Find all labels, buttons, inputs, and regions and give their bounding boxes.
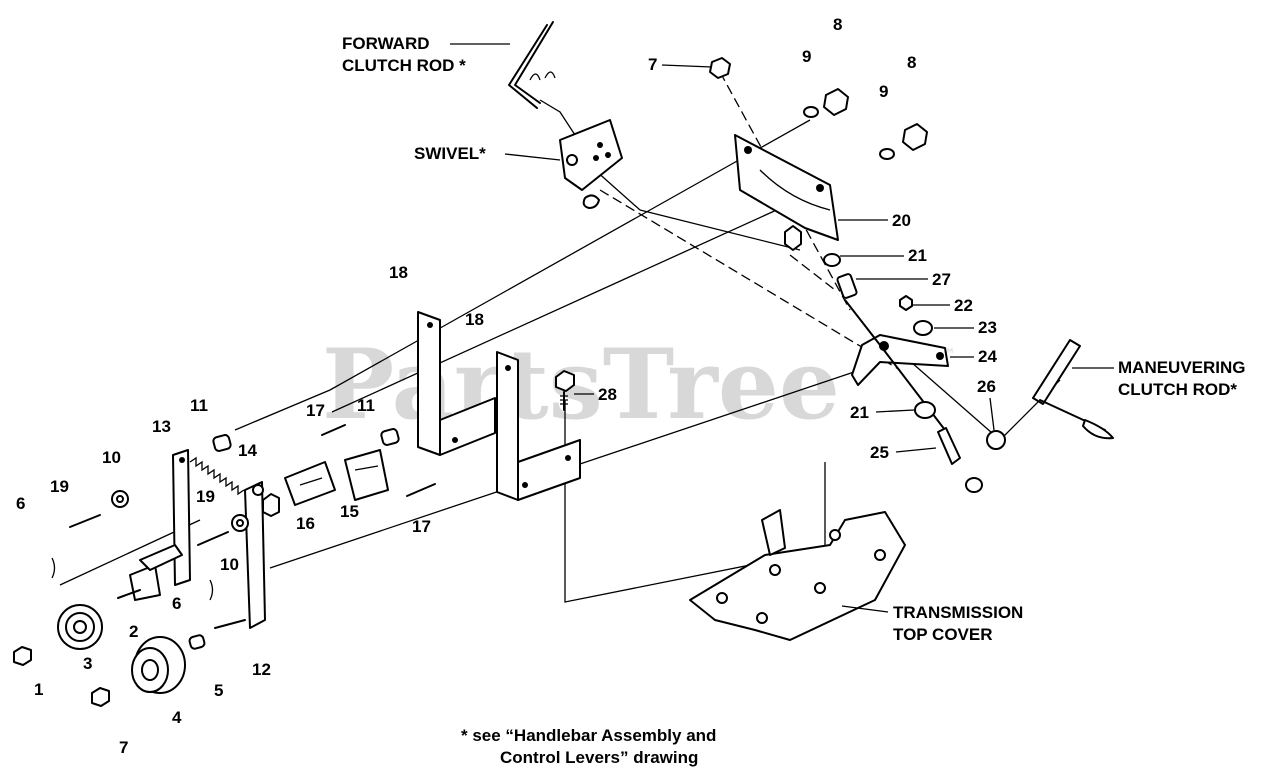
part-number-5: 5 (214, 681, 223, 700)
bracket-plate-20 (734, 134, 839, 241)
small-hardware-left (13, 424, 436, 707)
part-number-10a: 10 (102, 448, 121, 467)
part-number-6a: 6 (16, 494, 25, 513)
part-number-21a: 21 (908, 246, 927, 265)
pulley-3 (57, 604, 103, 650)
maneuvering-clutch-rod (1032, 339, 1114, 440)
channel-bracket-18-right (496, 351, 581, 501)
part-number-4: 4 (172, 708, 182, 727)
callout-forward-clutch-rod-line1: FORWARD (342, 34, 430, 53)
callout-maneuvering-line2: CLUTCH ROD* (1118, 380, 1237, 399)
part-number-1: 1 (34, 680, 43, 699)
channel-bracket-18-left (417, 311, 496, 456)
forward-clutch-rod (508, 21, 576, 136)
lever-12 (244, 481, 280, 629)
part-number-8b: 8 (907, 53, 916, 72)
callout-transmission-line2: TOP COVER (893, 625, 993, 644)
part-number-3: 3 (83, 654, 92, 673)
part-number-22: 22 (954, 296, 973, 315)
part-number-7b: 7 (119, 738, 128, 757)
callout-forward-clutch-rod-line2: CLUTCH ROD * (342, 56, 466, 75)
part-number-labels: 1 2 3 4 5 6 6 7 7 8 8 9 9 10 10 11 11 12… (16, 15, 997, 757)
transmission-top-cover (689, 509, 906, 641)
top-hardware (709, 57, 928, 160)
bracket-2 (117, 544, 183, 601)
linkage-assembly (784, 225, 1006, 493)
lever-13 (172, 449, 191, 586)
bolt-28 (555, 370, 575, 411)
callout-swivel: SWIVEL* (414, 144, 486, 163)
part-number-7a: 7 (648, 55, 657, 74)
part-number-14: 14 (238, 441, 257, 460)
note-line1: * see “Handlebar Assembly and (461, 726, 716, 745)
part-number-19b: 19 (196, 487, 215, 506)
part-number-11a: 11 (190, 396, 208, 415)
part-number-6b: 6 (172, 594, 181, 613)
part-number-24: 24 (978, 347, 997, 366)
note-line2: Control Levers” drawing (500, 748, 698, 767)
plate-15 (344, 449, 389, 501)
spring-14 (189, 456, 245, 496)
part-number-15: 15 (340, 502, 359, 521)
part-number-19a: 19 (50, 477, 69, 496)
part-number-9b: 9 (879, 82, 888, 101)
part-number-20: 20 (892, 211, 911, 230)
part-number-8a: 8 (833, 15, 842, 34)
part-number-26: 26 (977, 377, 996, 396)
part-number-17b: 17 (412, 517, 431, 536)
part-number-2: 2 (129, 622, 138, 641)
part-number-16: 16 (296, 514, 315, 533)
part-number-21b: 21 (850, 403, 869, 422)
part-number-9a: 9 (802, 47, 811, 66)
callout-transmission-line1: TRANSMISSION (893, 603, 1023, 622)
part-number-11b: 11 (357, 396, 375, 415)
callout-maneuvering-line1: MANEUVERING (1118, 358, 1246, 377)
part-number-17a: 17 (306, 401, 325, 420)
part-number-10b: 10 (220, 555, 239, 574)
swivel-bracket (559, 119, 623, 209)
part-number-18a: 18 (389, 263, 408, 282)
part-number-28: 28 (598, 385, 617, 404)
watermark: PartsTree (322, 328, 840, 441)
part-number-18b: 18 (465, 310, 484, 329)
part-number-23: 23 (978, 318, 997, 337)
pulley-4 (131, 636, 186, 694)
part-number-27: 27 (932, 270, 951, 289)
plate-16 (284, 461, 336, 506)
part-number-25: 25 (870, 443, 889, 462)
part-number-12: 12 (252, 660, 271, 679)
part-number-13: 13 (152, 417, 171, 436)
